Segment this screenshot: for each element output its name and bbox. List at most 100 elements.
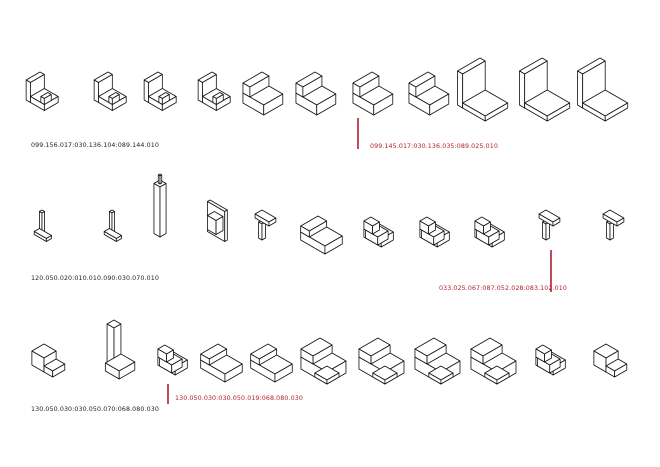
block-face xyxy=(606,221,611,241)
block-face xyxy=(52,363,66,378)
block-face xyxy=(324,235,343,255)
block-face xyxy=(440,372,454,385)
block-face xyxy=(496,372,510,385)
block-face xyxy=(302,75,323,98)
isometric-block-r1-2 xyxy=(93,71,127,111)
block-face xyxy=(208,348,228,366)
isometric-block-r2-1 xyxy=(33,209,52,242)
block-face xyxy=(25,79,31,103)
block-face xyxy=(483,221,491,235)
block-face xyxy=(274,363,293,383)
block-face xyxy=(43,94,52,105)
block-face xyxy=(384,372,398,385)
block-face xyxy=(519,70,526,109)
isometric-block-r3-11 xyxy=(593,343,628,378)
isometric-block-r2-6 xyxy=(300,215,343,255)
block-face xyxy=(542,221,547,241)
isometric-block-r2-2 xyxy=(103,209,122,242)
row3-highlight-code-label: 130.050.030:030.050.019:068.080.030 xyxy=(175,395,303,402)
block-face xyxy=(370,344,391,365)
isometric-block-r1-8 xyxy=(408,71,450,116)
block-face xyxy=(577,70,584,109)
block-face xyxy=(45,235,52,242)
block-face xyxy=(549,358,561,374)
block-face xyxy=(377,230,389,246)
isometric-block-r1-1 xyxy=(25,71,59,111)
isometric-block-r1-7 xyxy=(352,71,394,116)
isometric-block-r3-2 xyxy=(104,319,136,380)
isometric-block-r3-3 xyxy=(157,344,188,376)
isometric-block-r1-6 xyxy=(295,71,337,116)
block-face xyxy=(609,221,614,241)
block-face xyxy=(171,358,183,374)
block-face xyxy=(115,235,122,242)
block-face xyxy=(268,217,277,227)
block-face xyxy=(118,361,136,380)
block-face xyxy=(261,221,266,241)
block-face xyxy=(373,93,394,116)
isometric-block-r2-11 xyxy=(602,209,625,241)
isometric-block-r3-1 xyxy=(31,343,66,378)
block-face xyxy=(544,349,552,363)
isometric-block-r1-3 xyxy=(143,71,177,111)
row2-code-label: 120.050.020:010.010.090:030.070.010 xyxy=(31,275,159,282)
isometric-block-r3-5 xyxy=(250,343,293,383)
block-face xyxy=(484,102,509,122)
isometric-block-r1-10 xyxy=(519,57,571,122)
row1-highlight-code-label: 099.145.017:030.136.035:089.025.010 xyxy=(370,143,498,150)
block-face xyxy=(488,230,500,246)
block-face xyxy=(143,79,149,103)
block-face xyxy=(249,75,270,98)
block-face xyxy=(433,230,445,246)
isometric-block-r2-5 xyxy=(254,209,277,241)
isometric-block-r2-9 xyxy=(474,216,505,248)
block-face xyxy=(326,372,340,385)
block-face xyxy=(215,216,224,235)
isometric-block-r2-7 xyxy=(363,216,394,248)
block-face xyxy=(111,94,120,105)
isometric-block-r1-11 xyxy=(577,57,629,122)
row3-code-label: 130.050.030:030.050.070:068.080.030 xyxy=(31,406,159,413)
block-face xyxy=(614,363,628,378)
block-face xyxy=(159,183,167,238)
block-face xyxy=(546,102,571,122)
block-face xyxy=(457,70,464,109)
row1-code-label: 099.156.017:030.136.104:089.144.010 xyxy=(31,142,159,149)
block-face xyxy=(545,221,550,241)
block-face xyxy=(482,344,503,365)
block-face xyxy=(372,221,380,235)
block-face xyxy=(258,221,263,241)
isometric-block-r3-8 xyxy=(414,337,461,385)
block-face xyxy=(552,217,561,227)
isometric-block-r1-5 xyxy=(242,71,284,116)
block-face xyxy=(161,94,170,105)
block-face xyxy=(415,75,436,98)
isometric-block-r2-4 xyxy=(207,199,228,242)
block-face xyxy=(428,221,436,235)
isometric-block-r3-6 xyxy=(300,337,347,385)
isometric-block-r1-9 xyxy=(457,57,509,122)
block-face xyxy=(312,344,333,365)
isometric-block-r1-4 xyxy=(197,71,231,111)
block-face xyxy=(258,348,278,366)
block-face xyxy=(616,217,625,227)
block-face xyxy=(426,344,447,365)
block-face xyxy=(429,93,450,116)
block-face xyxy=(215,94,224,105)
isometric-block-r2-8 xyxy=(419,216,450,248)
block-face xyxy=(166,349,174,363)
block-face xyxy=(224,209,228,242)
isometric-block-r2-3 xyxy=(153,173,167,238)
row2-highlight-code-label: 033.025.067:087.052.028:083.102.010 xyxy=(439,285,567,292)
block-face xyxy=(263,93,284,116)
isometric-block-r3-9 xyxy=(470,337,517,385)
block-face xyxy=(316,93,337,116)
isometric-block-r3-7 xyxy=(358,337,405,385)
block-face xyxy=(197,79,203,103)
isometric-block-r3-4 xyxy=(200,343,243,383)
block-face xyxy=(153,183,161,238)
block-face xyxy=(159,174,163,185)
isometric-block-r3-10 xyxy=(535,344,566,376)
